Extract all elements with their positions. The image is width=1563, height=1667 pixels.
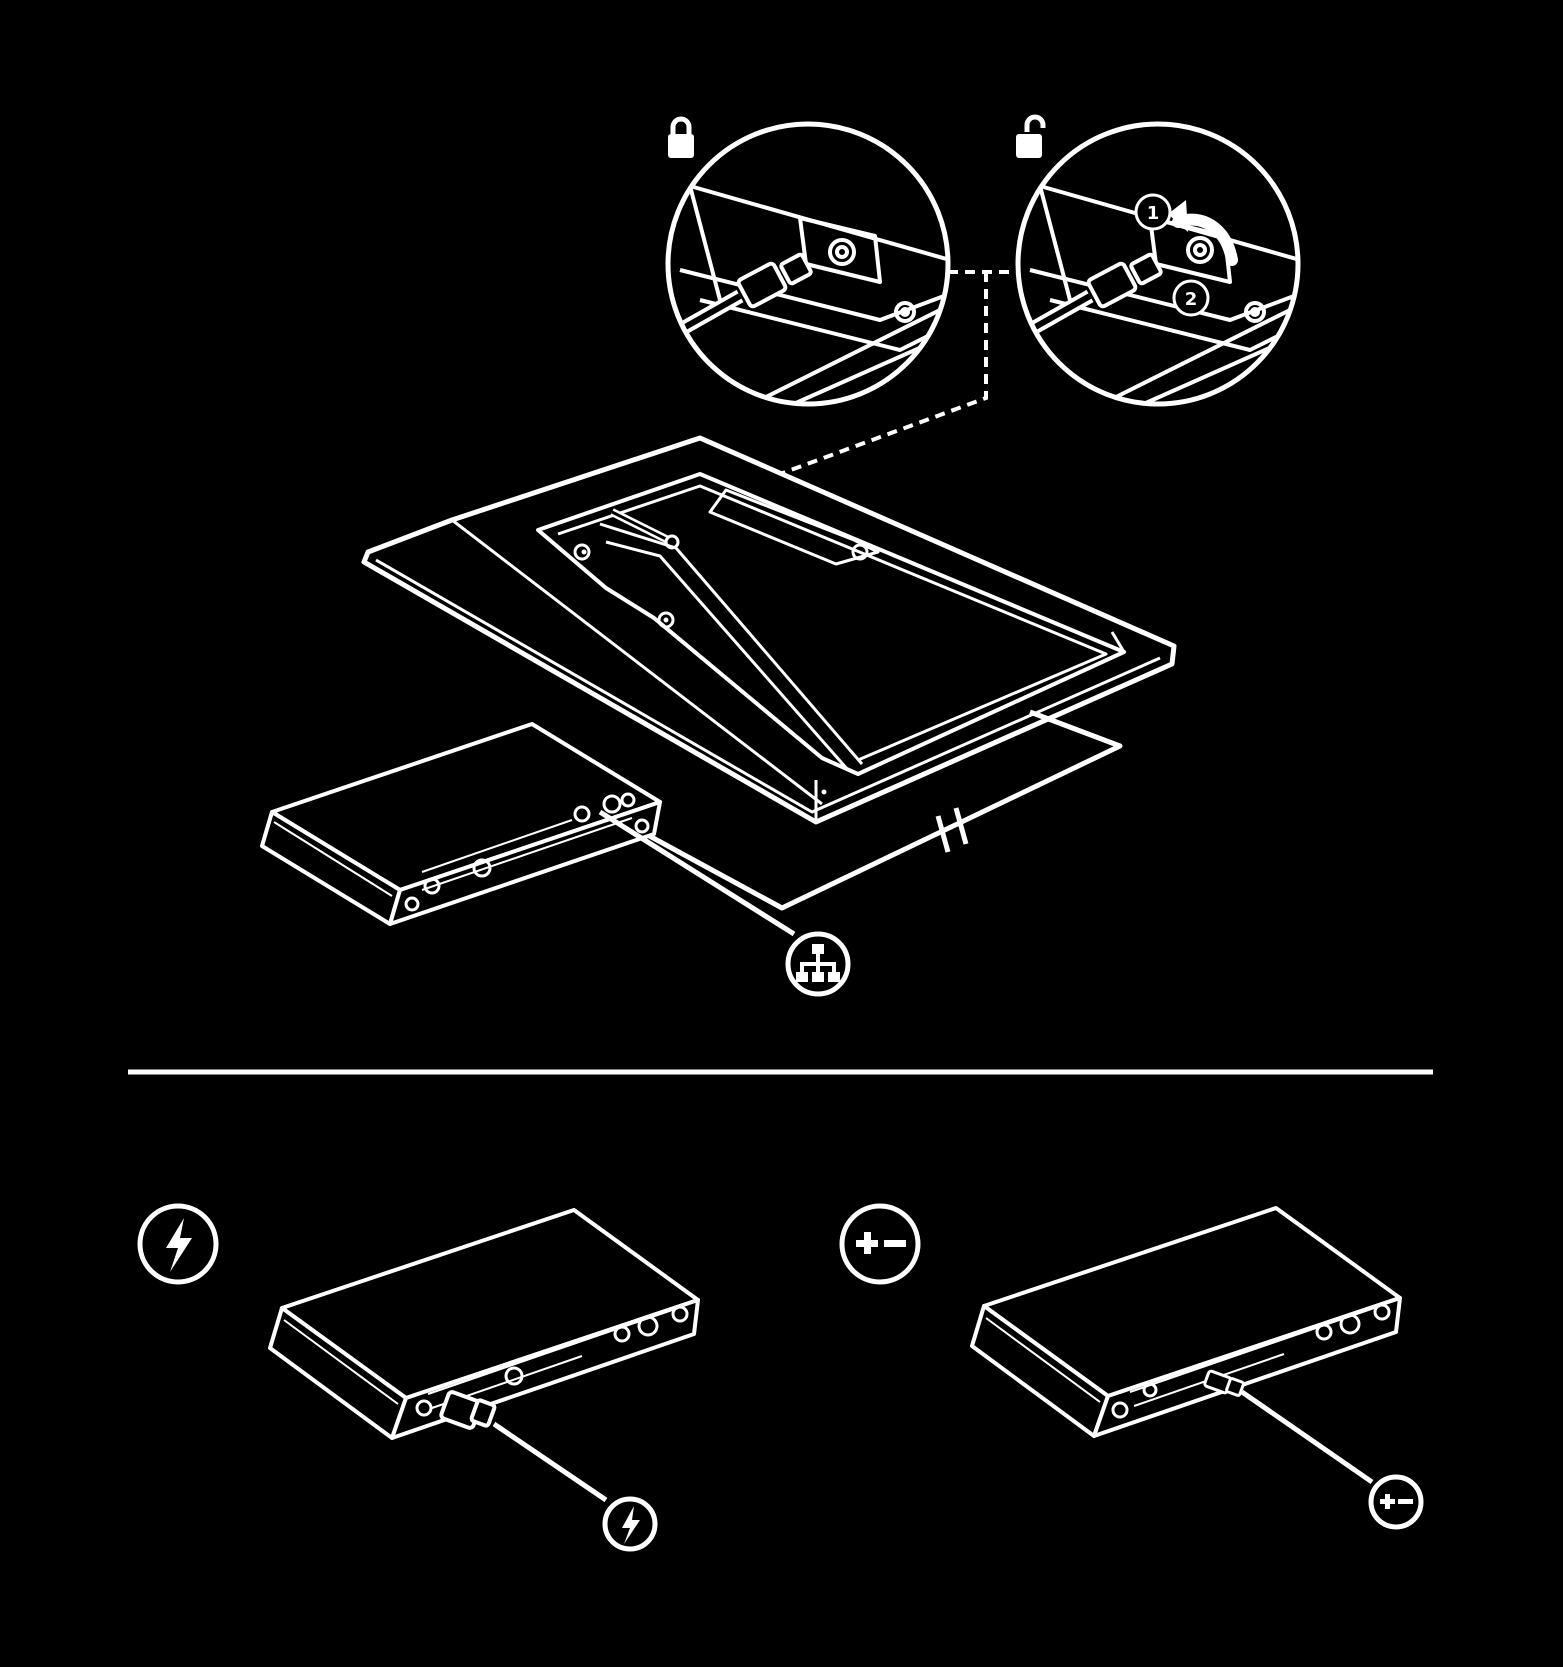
zoom-circle-locked — [665, 121, 951, 407]
display-base-unit — [361, 435, 1177, 825]
svg-text:1: 1 — [1147, 203, 1160, 224]
dc-connector — [1203, 1369, 1245, 1397]
step-badge-1: 1 — [1134, 193, 1172, 231]
network-cable — [598, 809, 796, 937]
power-connector — [439, 1390, 497, 1430]
dc-box — [970, 1206, 1402, 1438]
power-section — [137, 1203, 700, 1552]
plus-minus-icon — [1368, 1474, 1424, 1530]
leader-dashed — [687, 270, 1018, 510]
cable-base-to-box — [596, 709, 1123, 911]
network-icon — [785, 931, 851, 997]
padlock-unlocked-icon — [1016, 114, 1046, 158]
network-box — [260, 722, 662, 926]
dc-cable — [1240, 1389, 1374, 1485]
step-badge-2: 2 — [1172, 279, 1210, 317]
svg-text:2: 2 — [1185, 289, 1198, 310]
rotate-arrow-icon — [1168, 200, 1238, 266]
zoom-circle-unlocked: 1 2 — [1015, 121, 1301, 407]
plus-minus-icon — [839, 1203, 921, 1285]
lightning-icon — [602, 1496, 658, 1552]
power-cable — [492, 1421, 608, 1503]
cable-break-mark — [935, 807, 969, 853]
dc-section — [839, 1203, 1424, 1530]
padlock-locked-icon — [668, 116, 694, 158]
lightning-icon — [137, 1203, 219, 1285]
